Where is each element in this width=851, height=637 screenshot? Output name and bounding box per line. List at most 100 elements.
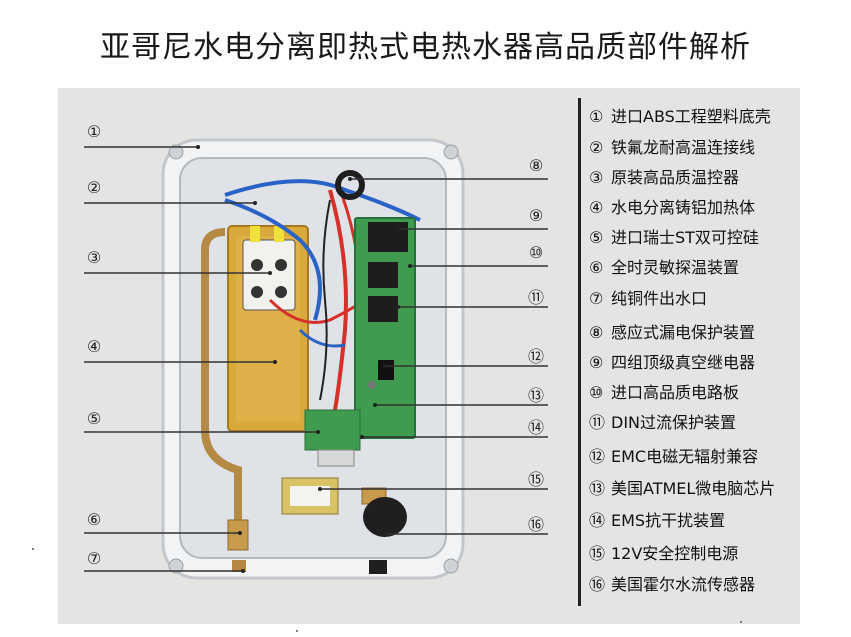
terminal — [251, 286, 263, 298]
legend-num: ⑬ — [589, 479, 606, 498]
inlet-fitting — [369, 560, 387, 574]
callout-10: ⑩ — [528, 243, 544, 262]
legend-item: ⑮ 12V安全控制电源 — [589, 541, 738, 567]
legend-text: 进口瑞士ST双可控硅 — [611, 228, 759, 247]
legend-item: ⑨ 四组顶级真空继电器 — [589, 350, 755, 376]
legend-text: 四组顶级真空继电器 — [611, 353, 756, 372]
legend-item: ⑪ DIN过流保护装置 — [589, 410, 736, 436]
yellow-connector — [274, 226, 284, 242]
legend-num: ③ — [589, 168, 604, 187]
legend-text: 美国ATMEL微电脑芯片 — [611, 479, 776, 498]
callout-4: ④ — [86, 337, 102, 356]
legend-num: ④ — [589, 198, 604, 217]
copper-pipe — [201, 228, 242, 545]
leakage-sensor-ring — [335, 170, 365, 200]
legend-item: ⑯ 美国霍尔水流传感器 — [589, 572, 755, 598]
callout-5: ⑤ — [86, 409, 102, 428]
legend-text: 纯铜件出水口 — [611, 289, 708, 308]
legend-item: ① 进口ABS工程塑料底壳 — [589, 104, 771, 130]
callout-1: ① — [86, 122, 102, 141]
legend-text: 美国霍尔水流传感器 — [611, 575, 756, 594]
speck — [296, 630, 298, 632]
legend-text: 水电分离铸铝加热体 — [611, 198, 756, 217]
legend-num: ⑧ — [589, 323, 604, 342]
terminal — [251, 259, 263, 271]
callout-13: ⑬ — [527, 386, 544, 405]
legend-text: 铁氟龙耐高温连接线 — [611, 138, 756, 157]
capacitor — [368, 381, 376, 389]
legend-text: 进口高品质电路板 — [611, 383, 740, 402]
leader-dots — [196, 145, 412, 573]
legend-text: 全时灵敏探温装置 — [611, 258, 740, 277]
callout-14: ⑭ — [527, 418, 544, 437]
outlet-fitting — [232, 560, 246, 572]
legend-item: ⑥ 全时灵敏探温装置 — [589, 255, 739, 281]
callout-3: ③ — [86, 248, 102, 267]
callout-9: ⑨ — [528, 206, 544, 225]
legend-item: ⑤ 进口瑞士ST双可控硅 — [589, 225, 759, 251]
screw-boss — [168, 558, 184, 574]
callout-2: ② — [86, 178, 102, 197]
callout-11: ⑪ — [527, 288, 544, 307]
legend-item: ⑬ 美国ATMEL微电脑芯片 — [589, 476, 775, 502]
blue-wire — [298, 328, 346, 348]
component-legend: ① 进口ABS工程塑料底壳 ② 铁氟龙耐高温连接线 ③ 原装高品质温控器 ④ 水电分离铸… — [578, 98, 791, 606]
relay — [368, 296, 398, 322]
legend-text: 12V安全控制电源 — [611, 544, 739, 563]
callout-12: ⑫ — [527, 347, 544, 366]
legend-item: ③ 原装高品质温控器 — [589, 165, 739, 191]
scr-board — [304, 409, 361, 451]
legend-num: ① — [589, 107, 604, 126]
legend-num: ⑫ — [589, 447, 606, 466]
legend-text: EMS抗干扰装置 — [611, 511, 726, 530]
relay — [368, 262, 398, 288]
legend-item: ⑧ 感应式漏电保护装置 — [589, 320, 755, 346]
legend-num: ⑯ — [589, 575, 606, 594]
legend-num: ⑥ — [589, 258, 604, 277]
flow-sensor — [363, 497, 407, 537]
legend-num: ⑨ — [589, 353, 604, 372]
legend-text: 进口ABS工程塑料底壳 — [611, 107, 771, 126]
legend-item: ② 铁氟龙耐高温连接线 — [589, 135, 755, 161]
screw-boss — [168, 144, 184, 160]
callout-7: ⑦ — [86, 549, 102, 568]
terminal — [275, 259, 287, 271]
legend-item: ⑭ EMS抗干扰装置 — [589, 508, 725, 534]
red-wire — [328, 189, 348, 411]
legend-text: 原装高品质温控器 — [611, 168, 740, 187]
speck — [32, 548, 34, 550]
legend-item: ⑩ 进口高品质电路板 — [589, 380, 739, 406]
callout-15: ⑮ — [527, 470, 544, 489]
legend-num: ⑦ — [589, 289, 604, 308]
mcu-chip — [378, 360, 394, 380]
temp-probe — [227, 519, 249, 551]
screw-boss — [443, 144, 459, 160]
legend-num: ⑭ — [589, 511, 606, 530]
legend-item: ④ 水电分离铸铝加热体 — [589, 195, 755, 221]
leader-lines — [84, 146, 548, 572]
legend-num: ⑤ — [589, 228, 604, 247]
relay — [368, 222, 408, 252]
callout-8: ⑧ — [528, 156, 544, 175]
legend-item: ⑫ EMC电磁无辐射兼容 — [589, 444, 758, 470]
blue-wire — [224, 198, 322, 321]
heat-sink — [317, 449, 355, 467]
legend-text: 感应式漏电保护装置 — [611, 323, 756, 342]
speck — [740, 621, 742, 623]
screw-boss — [443, 558, 459, 574]
legend-num: ② — [589, 138, 604, 157]
callout-6: ⑥ — [86, 510, 102, 529]
legend-text: EMC电磁无辐射兼容 — [611, 447, 759, 466]
legend-num: ⑩ — [589, 383, 604, 402]
legend-text: DIN过流保护装置 — [611, 413, 737, 432]
yellow-connector — [250, 226, 260, 242]
black-wire — [319, 199, 331, 401]
thermostat — [242, 239, 296, 311]
page-title: 亚哥尼水电分离即热式电热水器高品质部件解析 — [100, 30, 751, 65]
terminal — [275, 286, 287, 298]
legend-num: ⑪ — [589, 413, 606, 432]
legend-item: ⑦ 纯铜件出水口 — [589, 286, 707, 312]
legend-num: ⑮ — [589, 544, 606, 563]
callout-16: ⑯ — [527, 515, 544, 534]
